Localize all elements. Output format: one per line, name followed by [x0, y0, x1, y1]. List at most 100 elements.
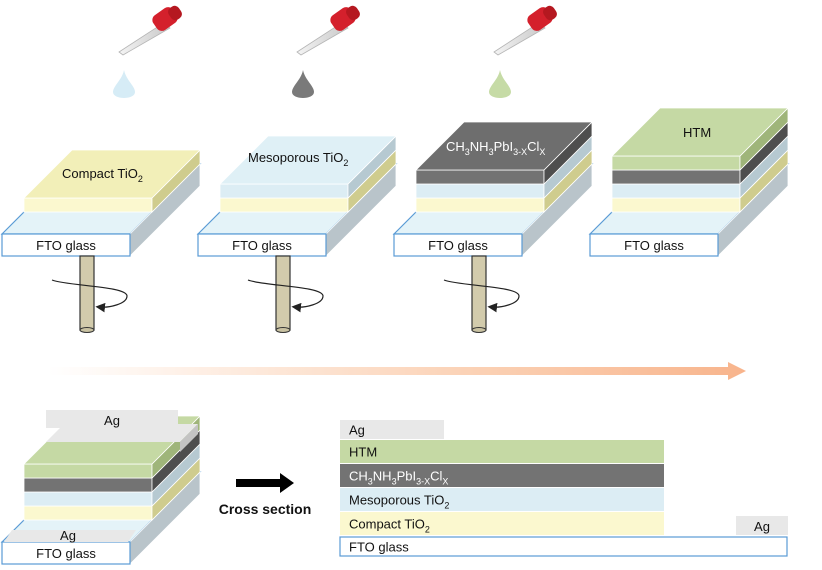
solution-drop — [113, 70, 135, 98]
pipettes — [113, 5, 557, 98]
perovskite-layer — [415, 121, 593, 185]
label-subscript: 3 — [489, 147, 494, 157]
xsection-layer-rect — [340, 420, 444, 439]
mesoporous-tio2-layer-front — [219, 183, 349, 199]
cross-section-label: Cross section — [219, 501, 312, 517]
fto-glass-label: FTO glass — [232, 238, 292, 253]
fto-substrate-front — [393, 233, 523, 257]
label-text: Mesoporous TiO — [248, 150, 343, 165]
label-text: Compact TiO — [349, 517, 425, 532]
label-text: HTM — [349, 445, 377, 460]
pipette-tube — [493, 21, 546, 56]
label-subscript: 2 — [444, 501, 449, 511]
fto-glass-label: FTO glass — [624, 238, 684, 253]
step-layer-label: CH3NH3PbI3-XClX — [446, 139, 545, 157]
spin-shaft-end — [471, 327, 487, 333]
top-ag-side — [180, 424, 198, 452]
label-subscript: 3-X — [513, 147, 527, 157]
perovskite-layer-front — [611, 169, 741, 185]
cross-section-arrow — [236, 473, 294, 493]
compact-tio2-layer-top — [23, 149, 201, 199]
label-text: HTM — [683, 125, 711, 140]
pipette-bulb — [543, 5, 557, 21]
fto-substrate-front — [197, 233, 327, 257]
mesoporous-tio2-layer — [23, 443, 201, 507]
compact-tio2-layer — [415, 149, 593, 213]
pipette-3 — [489, 5, 557, 98]
xsection-Ag-layer: Ag — [340, 420, 444, 439]
xsection-fto-layer: FTO glass — [339, 536, 788, 557]
fto-glass-label: FTO glass — [36, 546, 96, 561]
top-ag-top — [46, 424, 198, 442]
top-ag-contact — [46, 410, 178, 428]
xsection-side-ag-label: Ag — [754, 519, 770, 534]
solution-drop — [489, 70, 511, 98]
htm-layer-top — [611, 107, 789, 157]
pipette-tube — [296, 21, 349, 56]
perovskite-layer — [611, 121, 789, 185]
xsection-layer-rect — [340, 464, 664, 487]
xsection-layer-label: CH3NH3PbI3-XClX — [349, 469, 448, 487]
mesoporous-tio2-layer — [611, 135, 789, 199]
label-text: PbI — [397, 469, 417, 484]
perovskite-layer-front — [415, 169, 545, 185]
xsection-layer-rect — [340, 512, 664, 535]
label-subscript: 2 — [138, 174, 143, 184]
rotation-arrow — [51, 279, 128, 313]
label-text: Mesoporous TiO — [349, 493, 444, 508]
perovskite-layer-top — [415, 121, 593, 171]
fto-glass-label: FTO glass — [428, 238, 488, 253]
xsection-layer-label: Ag — [349, 423, 365, 438]
step-layer-label: HTM — [683, 125, 711, 140]
step-2: FTO glass Mesoporous TiO2 — [196, 135, 398, 333]
bottom-ag-contact — [4, 530, 136, 542]
label-subscript: 2 — [343, 158, 348, 168]
label-subscript: X — [539, 147, 545, 157]
compact-tio2-layer-front — [23, 197, 153, 213]
label-text: CH — [349, 469, 368, 484]
compact-tio2-layer-front — [23, 505, 153, 521]
label-subscript: 3 — [392, 477, 397, 487]
label-text: NH — [470, 139, 489, 154]
mesoporous-tio2-layer-front — [415, 183, 545, 199]
label-subscript: X — [442, 477, 448, 487]
htm-layer — [611, 107, 789, 171]
spin-shaft — [275, 255, 291, 331]
htm-layer-front — [23, 463, 153, 479]
label-text: FTO glass — [349, 540, 409, 555]
mesoporous-tio2-layer-front — [611, 183, 741, 199]
step-layer-label: Mesoporous TiO2 — [248, 150, 348, 168]
label-text: PbI — [494, 139, 514, 154]
fto-glass-label: FTO glass — [36, 238, 96, 253]
mesoporous-tio2-layer-top — [219, 135, 397, 185]
bottom-ag-label: Ag — [60, 528, 76, 543]
spin-shaft — [471, 255, 487, 331]
xsection-layer-rect — [340, 440, 664, 463]
xsection-HTM-layer: HTM — [340, 440, 664, 463]
compact-tio2-layer-front — [219, 197, 349, 213]
step-1: FTO glass Compact TiO2 — [0, 149, 202, 333]
xsection-layer-label: Mesoporous TiO2 — [349, 493, 449, 511]
xsection-layer-rect — [339, 536, 788, 557]
xsection-layer-rect — [340, 488, 664, 511]
compact-tio2-layer-front — [415, 197, 545, 213]
top-ag-label: Ag — [104, 413, 120, 428]
pipette-bulb — [346, 5, 360, 21]
xsection-mesoporous-layer: Mesoporous TiO2 — [340, 488, 664, 511]
rotation-arrow — [247, 279, 324, 313]
label-subscript: 3-X — [416, 477, 430, 487]
label-text: Compact TiO — [62, 166, 138, 181]
mesoporous-tio2-layer — [219, 135, 397, 199]
htm-layer-front — [611, 155, 741, 171]
spin-coater — [443, 255, 520, 333]
xsection-layer-label: HTM — [349, 445, 377, 460]
perovskite-layer — [23, 429, 201, 493]
perovskite-layer-front — [23, 477, 153, 493]
xsection-perovskite-layer: CH3NH3PbI3-XClX — [340, 464, 664, 487]
label-subscript: 2 — [425, 525, 430, 535]
label-text: CH — [446, 139, 465, 154]
